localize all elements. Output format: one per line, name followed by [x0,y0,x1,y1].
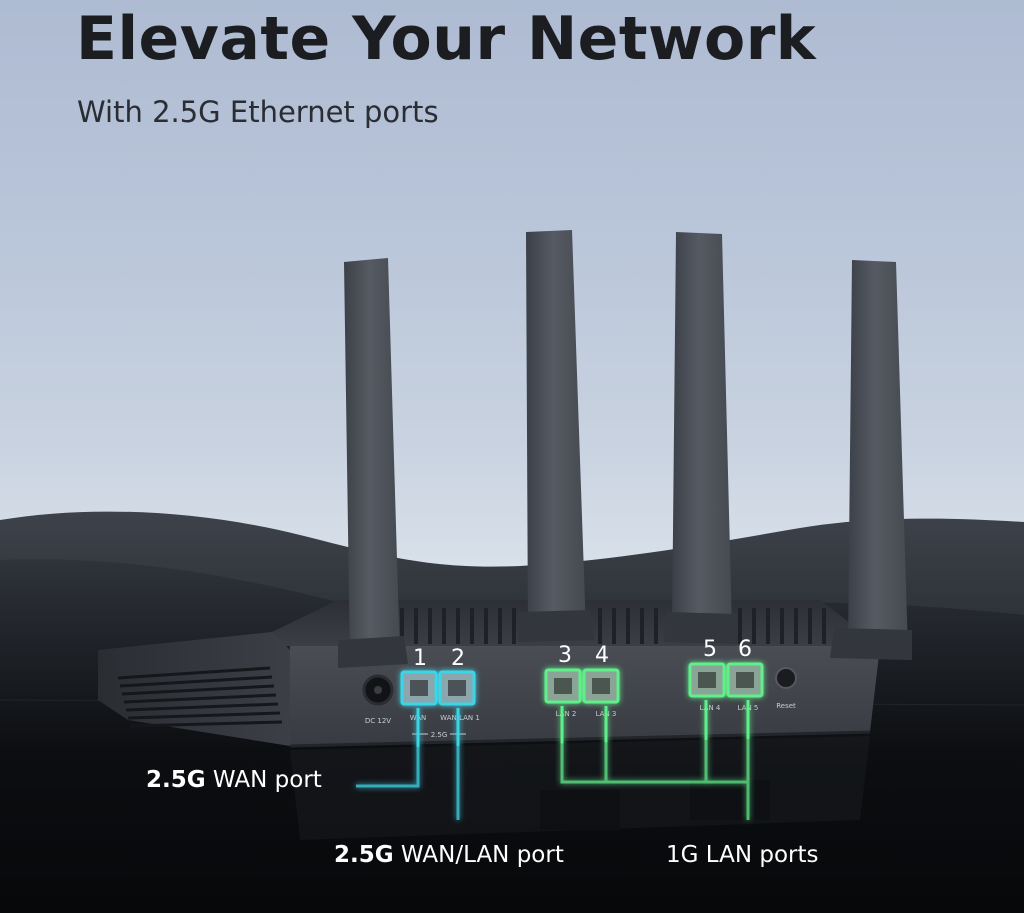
antenna-3 [664,232,738,644]
callout-wan-lan-port: 2.5G WAN/LAN port [334,840,564,870]
label-reset: Reset [776,702,796,710]
label-lan4: LAN 4 [700,704,721,712]
callout-wan-text: WAN port [205,767,322,793]
headline: Elevate Your Network [76,4,817,74]
port-number-1: 1 [413,646,427,671]
antenna-1 [338,258,408,668]
side-vents [117,666,283,728]
label-dc-12v: DC 12V [365,717,391,725]
callout-wan-port: 2.5G WAN port [146,765,322,795]
label-speed-bracket: 2.5G [431,731,448,739]
router-reflection [290,736,870,840]
label-lan2: LAN 2 [556,710,577,718]
port-number-3: 3 [558,643,572,668]
subheadline: With 2.5G Ethernet ports [77,95,439,129]
label-wan-lan1: WAN/LAN 1 [440,714,480,722]
callout-lan-ports: 1G LAN ports [666,842,819,868]
antenna-2 [518,230,594,642]
cyan-callout-lines [356,708,460,820]
callout-wan-lan-text: WAN/LAN port [393,842,564,868]
port-number-2: 2 [451,646,465,671]
callout-wan-lan-speed: 2.5G [334,842,394,868]
antenna-4 [830,260,912,660]
port-number-4: 4 [595,643,609,668]
port-number-6: 6 [738,637,752,662]
reset-button [775,667,797,689]
green-callout-lines [560,700,750,820]
callout-wan-speed: 2.5G [146,767,206,793]
port-number-5: 5 [703,637,717,662]
